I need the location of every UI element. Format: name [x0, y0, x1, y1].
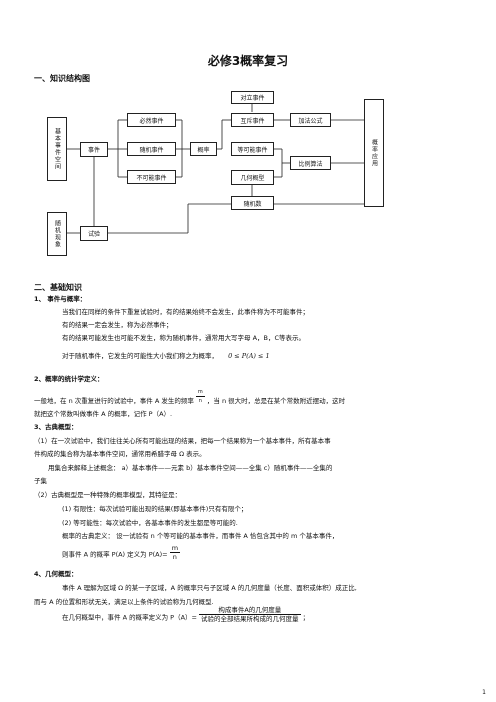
box-ratio-method: 比例算法 [290, 156, 331, 170]
s4-heading: 4、几何概型： [34, 570, 78, 578]
s4-line-3b: ； [302, 613, 310, 622]
s2-line-1b: ，当 n 很大时，总是在某个常数附近摆动，这时 [206, 397, 346, 405]
page-title: 必修3概率复习 [207, 54, 289, 68]
s3-heading: 3、古典概型： [34, 423, 78, 431]
s3-line-8: 概率的古典定义： 设一试验有 n 个等可能的基本事件，而事件 A 恰包含其中的 … [62, 532, 339, 540]
box-random-event: 随机事件 [127, 142, 176, 156]
s4-line-2: 而与 A 的位置和形状无关，满足以上条件的试验称为几何概型. [34, 598, 214, 606]
box-random-phenomenon: 随机现象 [47, 212, 67, 256]
s3-line-6: (1) 有限性：每次试验可能出现的结果(即基本事件)只有有限个； [62, 505, 248, 513]
label-sample-space: 基本事件空间 [53, 128, 61, 170]
section-heading-basics: 二、基础知识 [34, 283, 82, 292]
s2-frac-num: m [195, 388, 205, 397]
s4-line-3: 在几何概型中，事件 A 的概率定义为 P（A）= 构成事件A的几何度量 试验的全… [62, 606, 310, 623]
s3-line-9a: 则事件 A 的概率 P(A) 定义为 P(A)= [62, 550, 168, 559]
s4-line-3a: 在几何概型中，事件 A 的概率定义为 P（A）= [62, 613, 197, 622]
box-impossible-event: 不可能事件 [127, 170, 176, 184]
s3-line-2: 件构成的集合称为基本事件空间，通常用希腊字母 Ω 表示。 [34, 450, 206, 458]
s3-classical-fraction: m n [169, 544, 181, 561]
s2-frac-den: n [198, 397, 202, 404]
s1-heading: 1、 事件与概率： [34, 295, 87, 303]
s3-line-1: （1）在一次试验中，我们往往关心所有可能出现的结果，把每一个结果称为一个基本事件… [34, 437, 331, 445]
s2-line-1: 一般地，在 n 次重复进行的试验中，事件 A 发生的频率 m n ，当 n 很大… [34, 389, 346, 406]
box-probability-application: 概率应用 [364, 99, 384, 207]
box-geometric-model: 几何概型 [231, 170, 274, 185]
label-probability-application: 概率应用 [370, 139, 378, 167]
box-equally-likely: 等可能事件 [231, 142, 274, 156]
s3-frac-den: n [172, 553, 177, 561]
s1-line-4-text: 对于随机事件，它发生的可能性大小我们称之为概率， [62, 352, 218, 360]
s3-line-7: (2) 等可能性：每次试验中，各基本事件的发生都是等可能的. [62, 519, 238, 527]
box-probability: 概率 [190, 142, 217, 156]
box-opposite-event: 对立事件 [231, 91, 274, 104]
s2-heading: 2、概率的统计学定义： [34, 375, 104, 383]
label-random-phenomenon: 随机现象 [53, 220, 61, 248]
s4-frac-num: 构成事件A的几何度量 [199, 606, 301, 615]
s3-line-3: 用集合来解释上述概念： a）基本事件——元素 b）基本事件空间——全集 c）随机… [48, 464, 333, 472]
section-heading-structure: 一、知识结构图 [34, 74, 90, 83]
s2-frequency-fraction: m n [195, 388, 205, 405]
s3-line-5: （2）古典概型是一种特殊的概率模型，其特征是： [34, 491, 182, 499]
s1-line-4: 对于随机事件，它发生的可能性大小我们称之为概率， 0 ≤ P(A) ≤ 1 [62, 352, 270, 360]
box-event: 事件 [80, 142, 108, 157]
s2-line-1a: 一般地，在 n 次重复进行的试验中，事件 A 发生的频率 [34, 397, 194, 405]
s4-frac-den: 试验的全部结果所构成的几何度量 [201, 615, 299, 623]
s4-line-1: 事件 A 理解为区域 Ω 的某一子区域，A 的概率只与子区域 A 的几何度量（长… [62, 584, 357, 592]
page-number: 1 [482, 689, 486, 696]
box-addition-formula: 加法公式 [290, 113, 331, 127]
box-random-number: 随机数 [231, 196, 274, 210]
s1-line-2: 有的结果一定会发生，称为必然事件； [62, 321, 173, 329]
box-trial: 试验 [80, 226, 108, 241]
s3-frac-num: m [169, 544, 181, 553]
box-certain-event: 必然事件 [127, 113, 176, 127]
s1-formula: 0 ≤ P(A) ≤ 1 [228, 352, 270, 360]
s2-line-2: 就把这个常数叫做事件 A 的概率，记作 P（A）. [34, 410, 173, 418]
box-mutually-exclusive: 互斥事件 [231, 113, 274, 127]
s3-line-9: 则事件 A 的概率 P(A) 定义为 P(A)= m n [62, 544, 181, 561]
s3-line-4: 子集 [34, 477, 47, 485]
s1-line-1: 当我们在同样的条件下重复试验时，有的结果始终不会发生，此事件称为不可能事件； [62, 308, 309, 316]
s4-geometric-fraction: 构成事件A的几何度量 试验的全部结果所构成的几何度量 [199, 606, 301, 623]
s1-line-3: 有的结果可能发生也可能不发生，称为随机事件，通常用大写字母 A，B，C等表示。 [62, 334, 306, 342]
box-sample-space: 基本事件空间 [47, 117, 67, 181]
